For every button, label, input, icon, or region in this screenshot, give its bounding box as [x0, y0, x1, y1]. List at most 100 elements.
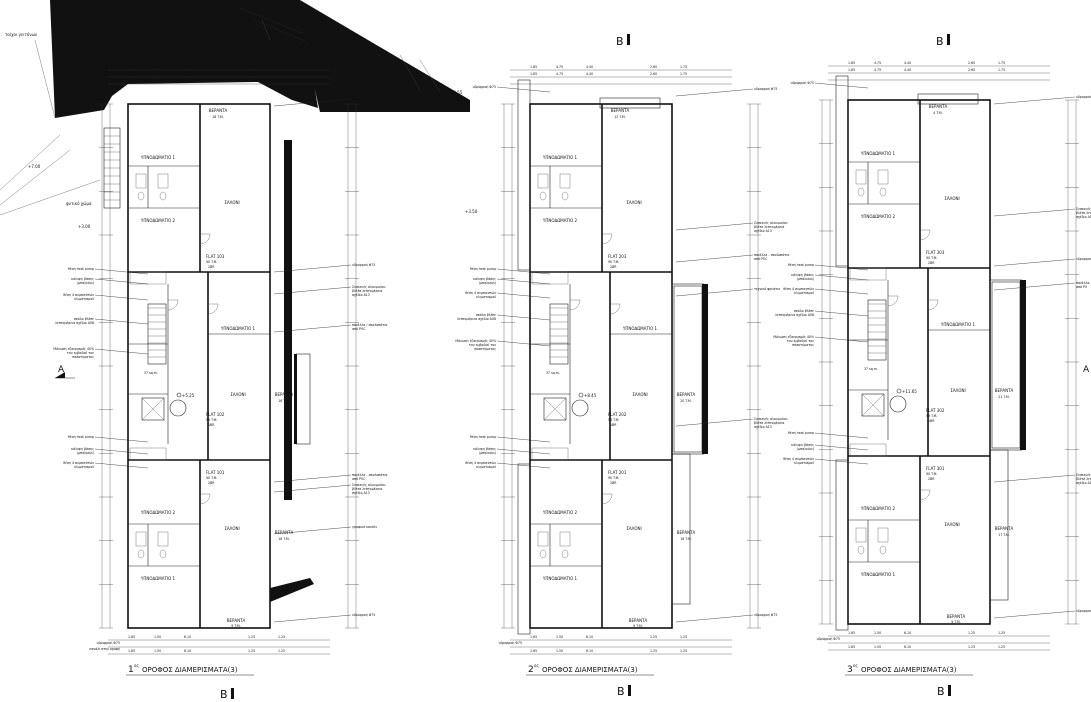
room-veranda-top: ΒΕΡΑΝΤΑ: [611, 108, 630, 113]
stair-area: 37 sq.m.: [144, 371, 158, 375]
section-b-marker: BB: [219, 9, 234, 701]
bottom-dim-3: 1.25: [968, 631, 975, 635]
flat-name-0: FLAT 303: [926, 250, 945, 255]
note-right-6: γραφικό κανάλι: [352, 525, 377, 529]
floor-title-text: ΟΡΟΦΟΣ ΔΙΑΜΕΡΙΣΜΑΤΑ(3): [861, 666, 957, 674]
top-dim-row2-0: 1.85: [128, 72, 135, 76]
top-dim-0: 1.85: [128, 65, 135, 69]
room-veranda-low-area: 18 T.M.: [680, 537, 691, 541]
room-bedroom1-top: ΥΠΝΟΔΩΜΑΤΙΟ 1: [542, 155, 578, 160]
flat-beds-0: 2BR: [208, 265, 215, 269]
room-veranda-bottom-area: 9 T.M.: [633, 624, 642, 628]
room-bedroom2-low: ΥΠΝΟΔΩΜΑΤΙΟ 2: [140, 510, 176, 515]
site-context: τοίχοι γειτόνων τοίχοι γειτόνων φυτικό χ…: [0, 0, 1090, 379]
room-veranda-low-area: 17 T.M.: [998, 533, 1009, 537]
stair-level: +5.25: [182, 393, 195, 398]
flat-area-0: 90 T.M.: [926, 256, 937, 260]
bottom-dim-row2-4: 1.25: [998, 645, 1005, 649]
bottom-dim-row2-1: 1.50: [874, 645, 881, 649]
floor-plan-1: BB1.851.851.501.506.106.103.203.201.851.…: [53, 9, 388, 701]
top-dim-1: 1.50: [154, 65, 161, 69]
flat-area-1: 59 T.M.: [206, 418, 217, 422]
top-dim-1: 4.75: [874, 61, 881, 65]
note-right-3: τεχνικό φρεάτιο: [754, 287, 780, 291]
room-bedroom1-mid: ΥΠΝΟΔΩΜΑΤΙΟ 1: [220, 326, 256, 331]
flat-area-1: 59 T.M.: [926, 414, 937, 418]
top-dim-1: 4.75: [556, 65, 563, 69]
note-bottom-left-0: υδρορροή Φ75: [817, 637, 840, 641]
flat-beds-0: 2BR: [928, 261, 935, 265]
bottom-dim-1: 1.50: [154, 635, 161, 639]
flat-beds-2: 2BR: [928, 477, 935, 481]
note-bottom-left: υδρορροή Φ75: [817, 637, 840, 641]
bottom-dim-3: 1.25: [650, 635, 657, 639]
stair-area: 37 sq.m.: [864, 367, 878, 371]
room-living-top: ΣΑΛΟΝΙ: [224, 200, 239, 205]
garden-soil-label: φυτικό χώμα: [66, 201, 92, 206]
room-bedroom1-low: ΥΠΝΟΔΩΜΑΤΙΟ 1: [140, 576, 176, 581]
top-dim-row2-2: 4.40: [586, 72, 593, 76]
note-left-0: υδρορροή Φ75: [473, 85, 496, 89]
flat-name-1: FLAT 302: [926, 408, 945, 413]
top-dim-3: 2.60: [650, 65, 657, 69]
top-dim-row2-0: 1.85: [530, 72, 537, 76]
note-left-7: κάλυψη βάσης(μπαλκόνι): [473, 447, 496, 455]
flat-beds-2: 2BR: [208, 481, 215, 485]
flat-area-0: 90 T.M.: [206, 260, 217, 264]
bottom-dim-row2-2: 6.10: [184, 649, 191, 653]
top-dim-row2-2: 4.40: [904, 68, 911, 72]
flat-name-2: FLAT 101: [206, 470, 225, 475]
note-right-7: υδρορροή Φ75: [352, 613, 375, 617]
room-bedroom1-mid: ΥΠΝΟΔΩΜΑΤΙΟ 1: [940, 322, 976, 327]
room-bedroom1-low: ΥΠΝΟΔΩΜΑΤΙΟ 1: [860, 572, 896, 577]
room-veranda-low: ΒΕΡΑΝΤΑ: [995, 526, 1014, 531]
note-right-0: υδρορροή Φ75: [352, 97, 375, 101]
walls: [127, 103, 271, 629]
room-veranda-top-area: 4 T.M.: [933, 111, 942, 115]
note-bottom-left: υδρορροή Φ75: [499, 641, 522, 645]
flat-area-2: 90 T.M.: [926, 472, 937, 476]
walls: [847, 99, 991, 625]
level-700-label: +7.00: [28, 164, 41, 169]
room-living-low: ΣΑΛΟΝΙ: [944, 522, 959, 527]
bottom-dim-1: 1.50: [556, 635, 563, 639]
room-veranda-mid-area: 20 T.M.: [680, 399, 691, 403]
room-veranda-mid: ΒΕΡΑΝΤΑ: [677, 392, 696, 397]
room-bedroom1-top: ΥΠΝΟΔΩΜΑΤΙΟ 1: [140, 155, 176, 160]
bottom-dim-0: 1.65: [530, 635, 537, 639]
top-dim-4: 1.75: [998, 61, 1005, 65]
neighbor-wall-label-2: τοίχοι γειτόνων: [285, 32, 318, 37]
bottom-dim-row2-4: 1.25: [278, 649, 285, 653]
note-right-5: υδρορροή Φ7: [1076, 609, 1091, 613]
level-350-label: +3.50: [465, 209, 478, 214]
bottom-dim-0: 1.85: [128, 635, 135, 639]
bottom-dim-4: 1.25: [278, 635, 285, 639]
level-670-label: +6.70: [352, 51, 365, 56]
note-left-0: υδρορροή Φ75: [791, 81, 814, 85]
section-b-bottom-label: B: [937, 685, 945, 698]
room-bedroom2-top: ΥΠΝΟΔΩΜΑΤΙΟ 2: [542, 218, 578, 223]
level-300-label: +3.00: [78, 224, 91, 229]
neighbor-wall-label: τοίχοι γειτόνων: [5, 32, 38, 37]
veranda-zone: [270, 140, 314, 602]
stair-area: 37 sq.m.: [546, 371, 560, 375]
room-veranda-top-area: 12 T.M.: [614, 115, 625, 119]
top-dim-3: 2.60: [968, 61, 975, 65]
floor-ordinal: 3: [847, 665, 853, 675]
bottom-dim-row2-1: 1.50: [154, 649, 161, 653]
room-living-mid: ΣΑΛΟΝΙ: [230, 392, 245, 397]
room-veranda-bottom-area: 9 T.M.: [951, 620, 960, 624]
